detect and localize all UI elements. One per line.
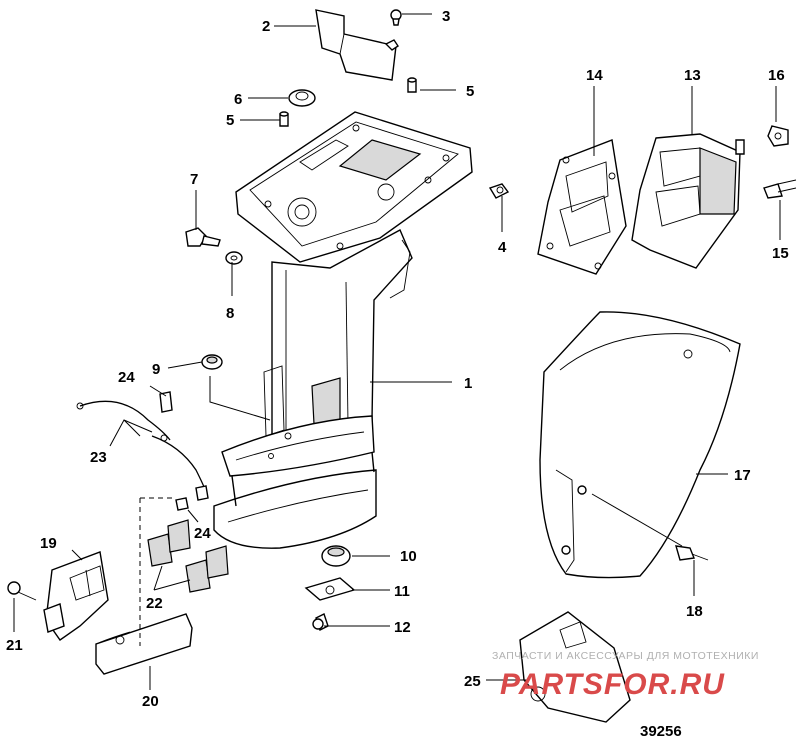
mount-screw-21 xyxy=(7,581,37,601)
callout-2: 2 xyxy=(262,18,270,35)
ground-wires xyxy=(76,391,209,511)
callout-3: 3 xyxy=(442,8,450,25)
callout-19: 19 xyxy=(40,535,57,552)
callout-14: 14 xyxy=(586,67,603,84)
driveshaft-housing xyxy=(213,111,473,549)
exhaust-gasket xyxy=(537,139,627,275)
callout-23: 23 xyxy=(90,449,107,466)
callout-25: 25 xyxy=(464,673,481,690)
callout-22: 22 xyxy=(146,595,163,612)
cowl-screw xyxy=(675,545,709,561)
callout-12: 12 xyxy=(394,619,411,636)
callout-21: 21 xyxy=(6,637,23,654)
callout-9: 9 xyxy=(152,361,160,378)
leader-lines xyxy=(13,13,781,690)
figure-number: 39256 xyxy=(640,723,682,740)
callout-6: 6 xyxy=(234,91,242,108)
dowel-pins-and-seal xyxy=(279,77,417,127)
watermark-tagline: ЗАПЧАСТИ И АКСЕССУАРЫ ДЛЯ МОТОТЕХНИКИ xyxy=(492,650,759,662)
callout-16: 16 xyxy=(768,67,785,84)
callout-17: 17 xyxy=(734,467,751,484)
bumper-pad xyxy=(95,613,193,675)
callout-24-lower: 24 xyxy=(194,525,211,542)
callout-20: 20 xyxy=(142,693,159,710)
callout-5-lower: 5 xyxy=(226,112,234,129)
callout-18: 18 xyxy=(686,603,703,620)
exhaust-adapter xyxy=(631,125,797,269)
watermark: ЗАПЧАСТИ И АКСЕССУАРЫ ДЛЯ МОТОТЕХНИКИ PA… xyxy=(492,650,759,701)
lower-cowl xyxy=(539,311,741,579)
plate-25 xyxy=(519,611,631,723)
callout-10: 10 xyxy=(400,548,417,565)
callout-1: 1 xyxy=(464,375,472,392)
callout-labels: 2 3 4 5 5 6 7 8 9 1 10 11 12 13 14 15 16… xyxy=(6,8,789,710)
callout-11: 11 xyxy=(394,583,410,600)
callout-15: 15 xyxy=(772,245,789,262)
rear-bracket xyxy=(43,551,109,641)
bracket-assembly xyxy=(315,9,402,81)
lower-mount-parts xyxy=(304,545,356,631)
callout-24-upper: 24 xyxy=(118,369,135,386)
watermark-brand: PARTSFOR.RU xyxy=(500,668,725,701)
callout-7: 7 xyxy=(190,171,198,188)
callout-13: 13 xyxy=(684,67,701,84)
dashed-alignment xyxy=(139,497,176,646)
callout-4: 4 xyxy=(498,239,507,256)
callout-8: 8 xyxy=(226,305,234,322)
callout-5-upper: 5 xyxy=(466,83,474,100)
anode-blocks xyxy=(147,519,229,593)
